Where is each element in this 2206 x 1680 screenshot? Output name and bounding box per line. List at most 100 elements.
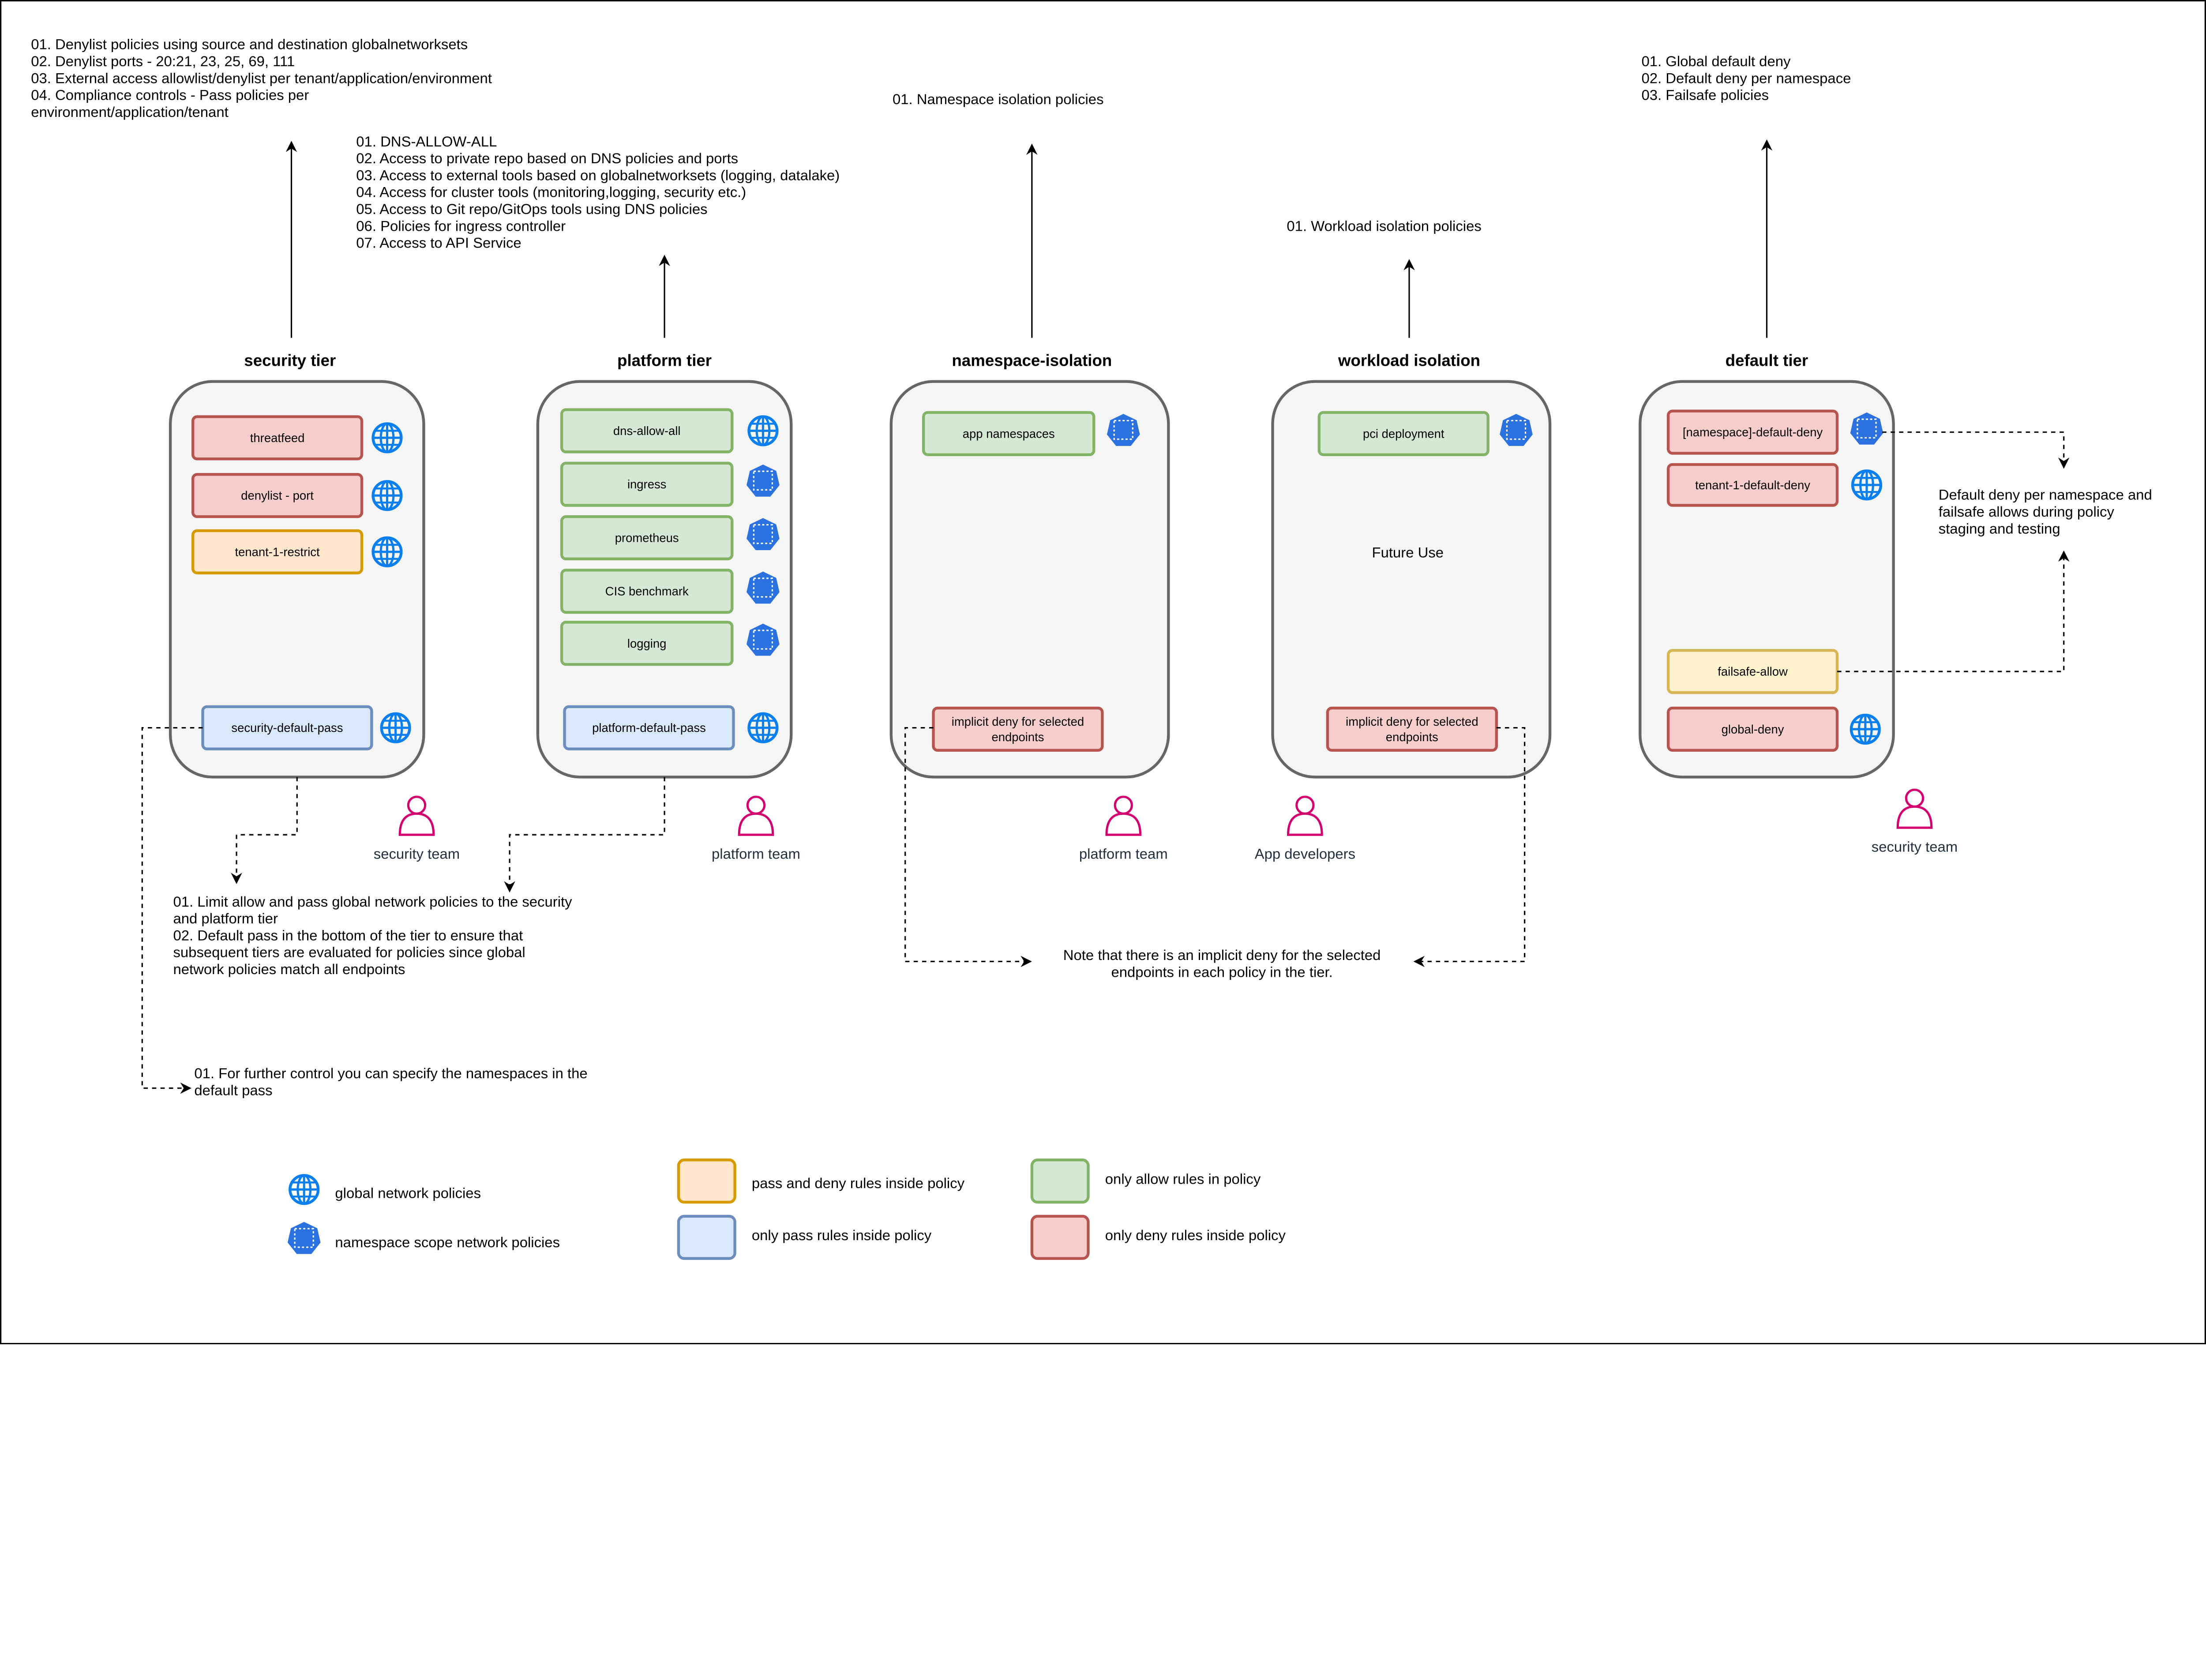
- security-tier-note-line: 03. External access allowlist/denylist p…: [31, 70, 492, 86]
- policy-label: [namespace]-default-deny: [1683, 425, 1823, 439]
- workload-tier-note-line: 01. Workload isolation policies: [1287, 218, 1481, 234]
- globe-icon: [371, 480, 403, 511]
- dashed-connector: [231, 777, 298, 884]
- namespace-scope-icon: [1850, 412, 1883, 445]
- dashed-connector: [504, 777, 665, 892]
- default-tier-side-note-line: Default deny per namespace and: [1939, 487, 2152, 503]
- tier-container: [1271, 380, 1552, 779]
- default-tier-note-line: 03. Failsafe policies: [1641, 87, 1769, 103]
- default-pass-tier-note-line: network policies match all endpoints: [173, 961, 405, 977]
- policy-box[interactable]: platform-default-pass: [563, 705, 735, 750]
- platform-tier-note-line: 02. Access to private repo based on DNS …: [356, 150, 738, 166]
- legend-global-label: global network policies: [335, 1185, 481, 1201]
- namespace-scope-icon: [747, 464, 780, 497]
- default-pass-tier-note-line: 01. Limit allow and pass global network …: [173, 893, 572, 910]
- policy-box[interactable]: tenant-1-restrict: [191, 529, 364, 574]
- platform-tier-note-line: 07. Access to API Service: [356, 235, 521, 251]
- person-icon: [398, 795, 435, 836]
- policy-box[interactable]: app namespaces: [922, 411, 1095, 456]
- legend-label-pass_deny: pass and deny rules inside policy: [752, 1175, 965, 1191]
- tier-title: security tier: [244, 352, 336, 370]
- namespace-scope-icon: [1107, 414, 1140, 446]
- platform-tier-note-line: 06. Policies for ingress controller: [356, 218, 566, 234]
- namespace-scope-icon: [747, 518, 780, 551]
- globe-icon: [1850, 713, 1881, 745]
- policy-label: tenant-1-restrict: [235, 545, 320, 559]
- policy-box[interactable]: dns-allow-all: [560, 408, 734, 454]
- dashed-connector: [141, 727, 203, 1094]
- namespace-tier-note-line: 01. Namespace isolation policies: [893, 91, 1104, 107]
- dashed-connector: [904, 727, 1032, 968]
- dashed-connector: [1413, 727, 1526, 968]
- implicit-deny-note-line: Note that there is an implicit deny for …: [1063, 947, 1381, 963]
- policy-box[interactable]: denylist - port: [191, 473, 364, 518]
- team-label: security team: [374, 845, 460, 862]
- tier-title: default tier: [1726, 352, 1808, 370]
- namespace-scope-icon: [1500, 414, 1533, 446]
- default-tier-side-note-line: staging and testing: [1939, 520, 2060, 536]
- default-pass-tier-note-line: subsequent tiers are evaluated for polic…: [173, 944, 525, 960]
- globe-icon: [289, 1174, 320, 1205]
- platform-tier-note-line: 04. Access for cluster tools (monitoring…: [356, 184, 746, 200]
- policy-box[interactable]: CIS benchmark: [560, 569, 734, 614]
- default-tier-side-note-line: failsafe allows during policy: [1939, 503, 2115, 520]
- default-pass-tier-note-line: and platform tier: [173, 910, 278, 926]
- policy-label: threatfeed: [250, 431, 305, 445]
- dashed-connector: [1882, 431, 2070, 469]
- policy-box[interactable]: tenant-1-default-deny: [1666, 463, 1839, 507]
- tier-title: workload isolation: [1338, 352, 1480, 370]
- legend-swatch-allow: [1030, 1159, 1090, 1204]
- person-icon: [738, 795, 774, 836]
- legend-swatch-pass_deny: [677, 1159, 736, 1204]
- namespace-scope-icon: [747, 571, 780, 604]
- security-tier-note-line: environment/application/tenant: [31, 104, 229, 120]
- policy-label: security-default-pass: [231, 721, 343, 735]
- policy-label: ingress: [627, 477, 666, 491]
- namespace-scope-icon: [287, 1222, 321, 1254]
- policy-box[interactable]: ingress: [560, 461, 734, 507]
- person-icon: [1287, 795, 1323, 836]
- namespace-scope-icon: [747, 623, 780, 656]
- security-tier-note-line: 01. Denylist policies using source and d…: [31, 36, 468, 52]
- policy-label: CIS benchmark: [605, 585, 689, 598]
- legend-swatch-pass: [677, 1215, 736, 1260]
- tier-container: [889, 380, 1170, 779]
- legend-label-deny: only deny rules inside policy: [1105, 1227, 1286, 1243]
- policy-box[interactable]: [namespace]-default-deny: [1666, 409, 1839, 455]
- default-tier-note-line: 02. Default deny per namespace: [1641, 70, 1851, 86]
- policy-box[interactable]: logging: [560, 621, 734, 666]
- platform-tier-note-line: 01. DNS-ALLOW-ALL: [356, 133, 497, 150]
- default-pass-tier-note-line: 02. Default pass in the bottom of the ti…: [173, 927, 523, 943]
- team-label: platform team: [1079, 845, 1168, 862]
- default-tier-note-line: 01. Global default deny: [1641, 53, 1791, 69]
- security-tier-note-line: 04. Compliance controls - Pass policies …: [31, 87, 309, 103]
- policy-box[interactable]: security-default-pass: [201, 705, 373, 750]
- tier-title: namespace-isolation: [952, 352, 1112, 370]
- team-label: security team: [1872, 838, 1958, 855]
- legend-swatch-deny: [1030, 1215, 1090, 1260]
- person-icon: [1896, 788, 1933, 829]
- platform-tier-note-line: 03. Access to external tools based on gl…: [356, 167, 840, 183]
- tiered-policy-diagram: 01. Denylist policies using source and d…: [0, 0, 2206, 1345]
- policy-label: prometheus: [615, 531, 679, 544]
- dashed-connector: [1837, 550, 2070, 672]
- policy-box[interactable]: pci deployment: [1317, 411, 1489, 456]
- policy-box[interactable]: failsafe-allow: [1666, 649, 1839, 694]
- globe-icon: [371, 536, 403, 567]
- namespace-control-note-line: 01. For further control you can specify …: [194, 1065, 587, 1081]
- policy-box[interactable]: prometheus: [560, 515, 734, 560]
- globe-icon: [747, 415, 779, 446]
- policy-label: dns-allow-all: [613, 424, 681, 438]
- legend-label-pass: only pass rules inside policy: [752, 1227, 932, 1243]
- globe-icon: [747, 712, 779, 743]
- globe-icon: [380, 712, 411, 743]
- policy-label: global-deny: [1722, 722, 1784, 736]
- implicit-deny-note-line: endpoints in each policy in the tier.: [1111, 964, 1332, 980]
- future-use-label: Future Use: [1372, 544, 1444, 561]
- policy-box[interactable]: threatfeed: [191, 415, 364, 461]
- policy-box[interactable]: global-deny: [1666, 706, 1839, 752]
